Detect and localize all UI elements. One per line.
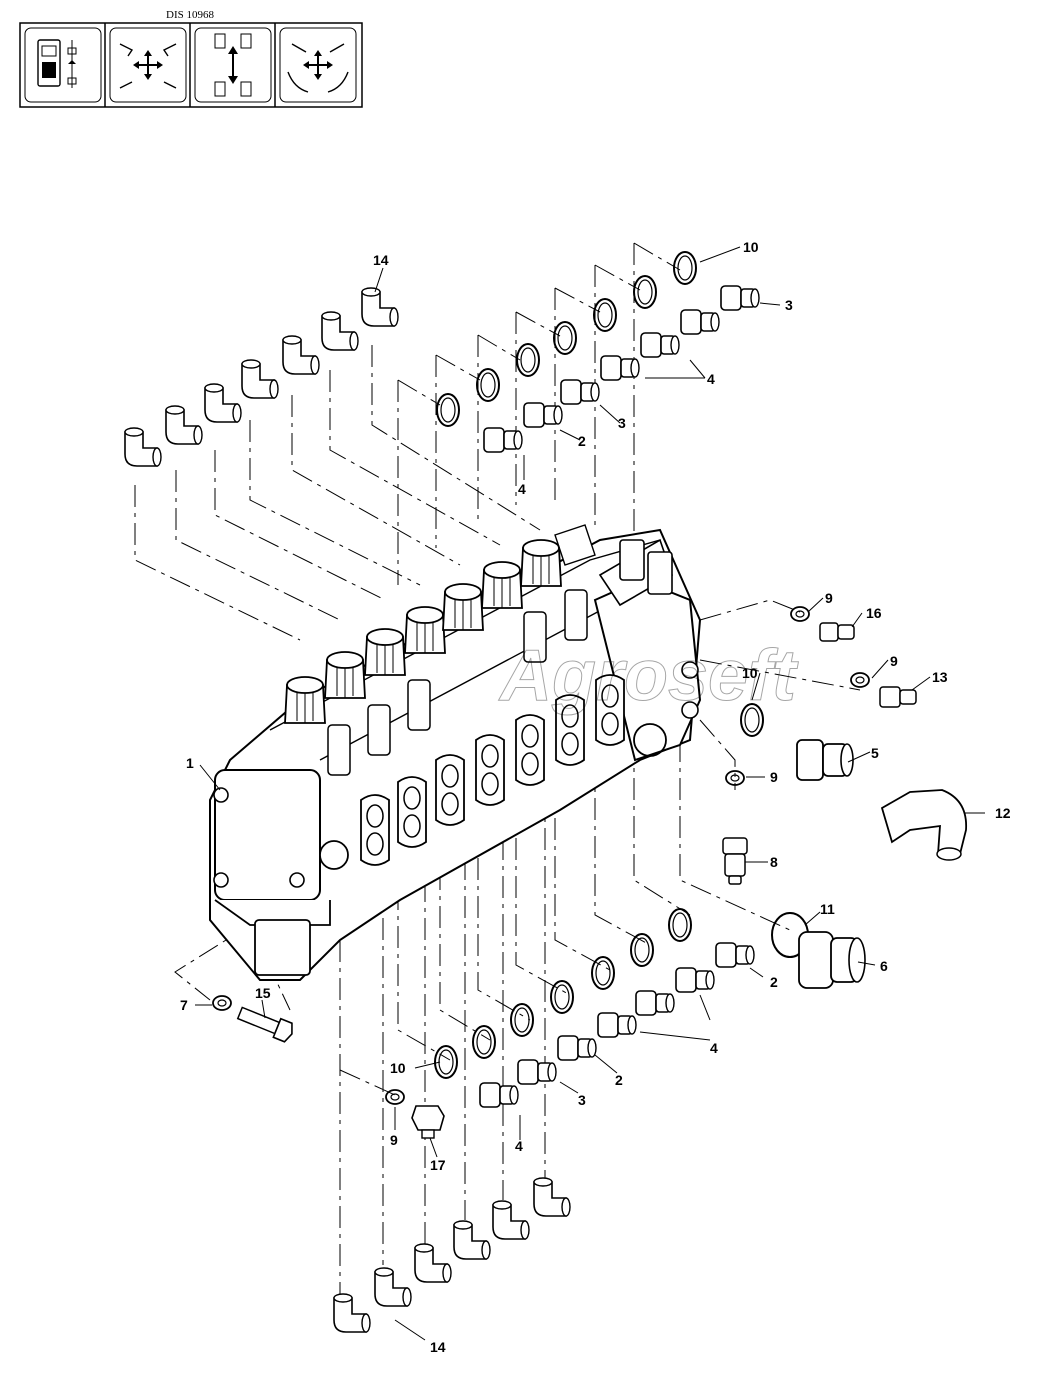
callout-3-top-right: 3 (785, 297, 793, 313)
callout-4-top-left: 4 (518, 481, 526, 497)
bottom-port-fittings (434, 908, 755, 1108)
callout-16: 16 (866, 605, 882, 621)
callout-9-c: 9 (770, 769, 778, 785)
callout-1: 1 (186, 755, 194, 771)
callout-10-bottom: 10 (390, 1060, 406, 1076)
top-port-fittings (436, 251, 760, 453)
callout-15: 15 (255, 985, 271, 1001)
callout-3-top-mid: 3 (618, 415, 626, 431)
callout-numbers: 1 14 10 3 4 3 2 4 9 16 9 13 10 5 12 9 8 … (180, 239, 1011, 1355)
bolt-and-plug (212, 995, 445, 1139)
callout-8: 8 (770, 854, 778, 870)
machine-control-icon (24, 27, 102, 103)
excavator-rotation-icon (279, 27, 357, 103)
callout-4-bottom-right: 4 (710, 1040, 718, 1056)
right-side-fittings (722, 606, 967, 989)
callout-10-top: 10 (743, 239, 759, 255)
callout-13: 13 (932, 669, 948, 685)
callout-17: 17 (430, 1157, 446, 1173)
drawing-code: DIS 10968 (166, 9, 214, 21)
callout-12: 12 (995, 805, 1011, 821)
callout-9-d: 9 (390, 1132, 398, 1148)
bottom-elbow-fittings (333, 1177, 571, 1333)
callout-5: 5 (871, 745, 879, 761)
relief-valves (327, 589, 588, 776)
callout-2-bottom-right: 2 (770, 974, 778, 990)
callout-6: 6 (880, 958, 888, 974)
callout-14-top: 14 (373, 252, 389, 268)
watermark: Agroseft (498, 636, 799, 716)
callout-2-top: 2 (578, 433, 586, 449)
callout-3-bottom: 3 (578, 1092, 586, 1108)
header-block: DIS 10968 (19, 9, 363, 108)
excavator-controls-icon (109, 27, 187, 103)
callout-2-bottom-mid: 2 (615, 1072, 623, 1088)
callout-11: 11 (820, 901, 835, 917)
callout-7: 7 (180, 997, 188, 1013)
callout-9-b: 9 (890, 653, 898, 669)
callout-4-top-right: 4 (707, 371, 715, 387)
callout-4-bottom-left: 4 (515, 1138, 523, 1154)
callout-leaders (195, 246, 985, 1341)
bidirectional-arrows-icon (194, 27, 272, 103)
top-elbow-fittings (124, 287, 399, 467)
callout-9-a: 9 (825, 590, 833, 606)
callout-14-bottom: 14 (430, 1339, 446, 1355)
callout-10-mid: 10 (742, 665, 758, 681)
